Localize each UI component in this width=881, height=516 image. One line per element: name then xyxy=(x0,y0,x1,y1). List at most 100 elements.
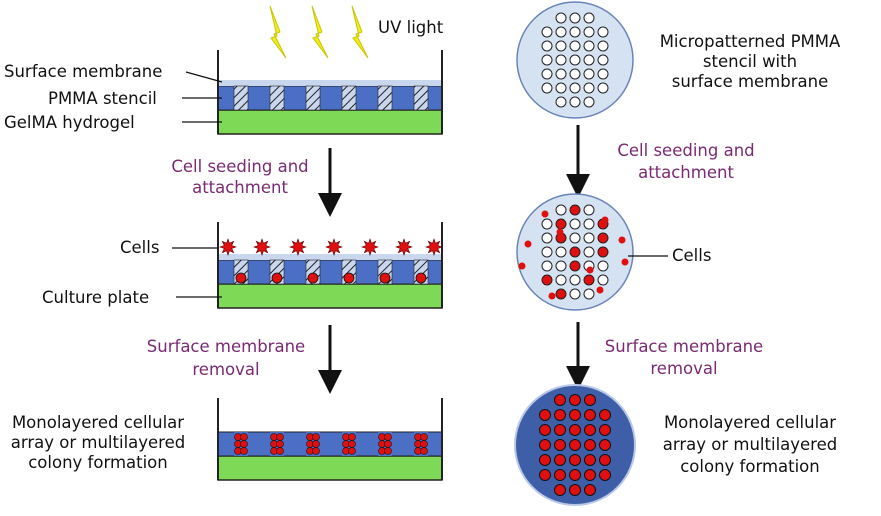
pore xyxy=(583,40,595,52)
cell-colony xyxy=(569,484,581,496)
pore-with-cell xyxy=(569,204,581,216)
attached-cell xyxy=(415,272,427,284)
pore xyxy=(597,54,609,66)
culture-plate-layer xyxy=(217,283,443,309)
pore xyxy=(541,54,553,66)
pore xyxy=(583,218,595,230)
pore xyxy=(555,12,567,24)
pore-with-cell xyxy=(569,260,581,272)
pore xyxy=(569,96,581,108)
pore xyxy=(569,274,581,286)
attached-cell xyxy=(307,272,319,284)
pore xyxy=(541,232,553,244)
stencil-label-line-3: surface membrane xyxy=(672,72,829,91)
pore-with-cell xyxy=(555,218,567,230)
pore-with-cell xyxy=(569,246,581,258)
uv-bolt-icon xyxy=(269,5,287,59)
cell-colony xyxy=(554,484,566,496)
stencil-hole xyxy=(269,85,285,111)
step-seeding-right-line-1: Cell seeding and xyxy=(617,141,754,160)
cell-dot xyxy=(420,447,428,455)
step-removal-right-line-2: removal xyxy=(650,359,717,378)
surface-membrane-label: Surface membrane xyxy=(4,62,162,81)
stencil-hole xyxy=(413,85,429,111)
cell-colony xyxy=(599,439,611,451)
pore xyxy=(583,288,595,300)
stencil-label-line-2: stencil with xyxy=(703,52,797,71)
gelma-hydrogel-layer xyxy=(217,109,443,135)
pore xyxy=(541,260,553,272)
stencil-label-line-1: Micropatterned PMMA xyxy=(660,32,841,51)
cell-colony xyxy=(554,394,566,406)
pore xyxy=(555,68,567,80)
cell-colony xyxy=(554,469,566,481)
cell-colony xyxy=(569,424,581,436)
pore xyxy=(597,68,609,80)
cell-colony xyxy=(599,454,611,466)
cell-dot xyxy=(276,447,284,455)
pore xyxy=(555,54,567,66)
cell-dot xyxy=(276,440,284,448)
uv-light-bolts-icon xyxy=(269,5,369,59)
cell-dot xyxy=(384,433,392,441)
loose-cell xyxy=(556,228,564,236)
cell-colony xyxy=(599,424,611,436)
pore xyxy=(583,54,595,66)
loose-cell xyxy=(596,286,604,294)
step-removal-right-line-1: Surface membrane xyxy=(605,337,763,356)
pore-with-cell xyxy=(555,288,567,300)
final-label-left-line-2: array or multilayered xyxy=(11,433,185,452)
attached-cell xyxy=(379,272,391,284)
pore xyxy=(555,246,567,258)
stencil-hole xyxy=(377,85,393,111)
pore xyxy=(569,12,581,24)
attached-cell xyxy=(235,272,247,284)
cell-star xyxy=(219,238,237,256)
cell-colony xyxy=(584,469,596,481)
surface-membrane-layer xyxy=(218,80,442,86)
dish-stage-1 xyxy=(217,50,443,135)
pmma-stencil-layer xyxy=(217,259,443,285)
final-label-right-line-2: array or multilayered xyxy=(663,435,837,454)
cell-dot xyxy=(384,440,392,448)
cell-colony xyxy=(554,424,566,436)
pore xyxy=(569,40,581,52)
pore xyxy=(597,26,609,38)
pore xyxy=(569,82,581,94)
pore xyxy=(583,246,595,258)
pores-with-cells xyxy=(518,204,629,300)
cell-dot xyxy=(312,433,320,441)
culture-plate-layer xyxy=(217,455,443,481)
dish-stage-2 xyxy=(217,222,443,309)
pmma-stencil-label: PMMA stencil xyxy=(48,89,157,108)
cell-colony xyxy=(584,439,596,451)
cell-dot xyxy=(312,440,320,448)
cell-dot xyxy=(420,440,428,448)
pore xyxy=(541,246,553,258)
stencil-pores xyxy=(541,12,609,108)
loose-cell xyxy=(618,236,626,244)
stencil-hole xyxy=(305,85,321,111)
pore xyxy=(541,26,553,38)
step-seeding-line-2: attachment xyxy=(192,178,288,197)
cell-colony xyxy=(569,454,581,466)
step-removal-line-1: Surface membrane xyxy=(147,337,305,356)
cell-dot xyxy=(348,447,356,455)
pore xyxy=(541,68,553,80)
loose-cell xyxy=(621,258,629,266)
attached-cell xyxy=(343,272,355,284)
cell-colony xyxy=(584,424,596,436)
pore xyxy=(583,204,595,216)
step-seeding-right-line-2: attachment xyxy=(638,163,734,182)
cell-colony xyxy=(539,469,551,481)
cell-dot xyxy=(348,433,356,441)
pore-with-cell xyxy=(583,274,595,286)
pore xyxy=(569,218,581,230)
pore xyxy=(597,260,609,272)
cell-star xyxy=(289,238,307,256)
pore xyxy=(555,274,567,286)
pore xyxy=(569,26,581,38)
stencil-hole xyxy=(341,85,357,111)
loose-cell xyxy=(541,210,549,218)
